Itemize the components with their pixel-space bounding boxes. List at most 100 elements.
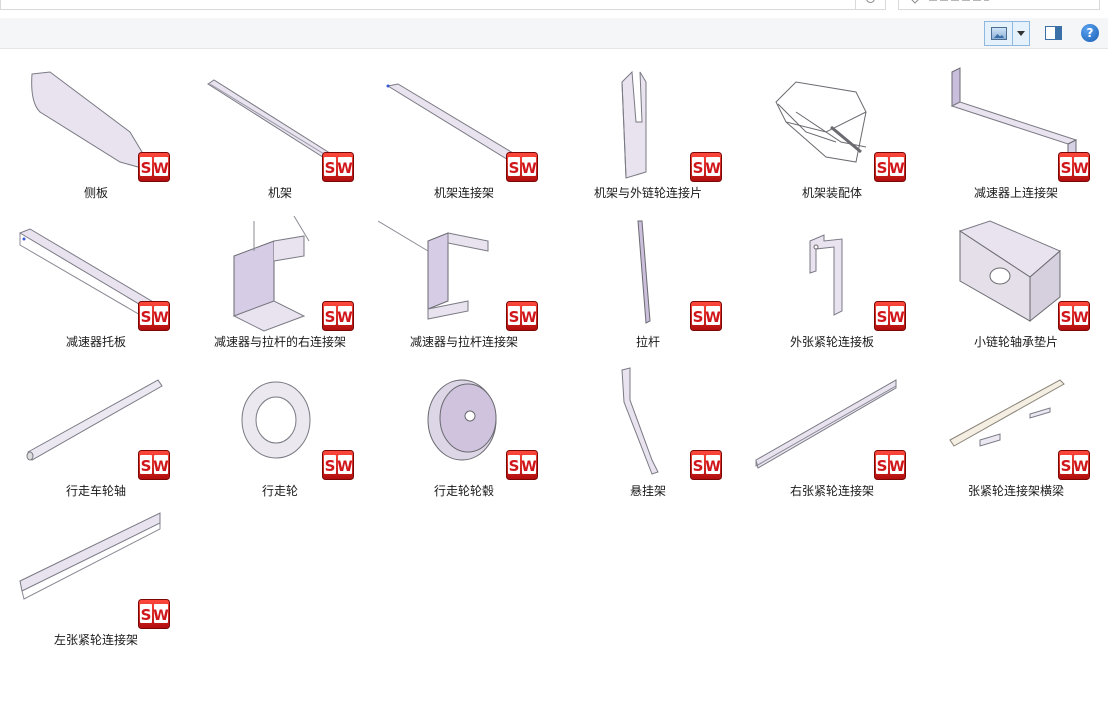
svg-text:W: W: [153, 310, 168, 326]
file-name: 行走轮轮毂: [433, 484, 494, 498]
file-name: 张紧轮连接架横梁: [967, 484, 1064, 498]
file-name: 机架连接架: [433, 186, 494, 200]
svg-text:W: W: [705, 310, 720, 326]
file-name: 左张紧轮连接架: [53, 633, 138, 647]
file-name: 减速器托板: [65, 335, 126, 349]
preview-pane-button[interactable]: [1045, 26, 1062, 40]
search-placeholder: [929, 0, 989, 1]
svg-text:S: S: [877, 308, 888, 326]
file-thumbnail: [10, 62, 168, 184]
file-name: 拉杆: [635, 335, 660, 349]
file-name: 减速器与拉杆的右连接架: [213, 335, 346, 349]
file-name: 减速器与拉杆连接架: [409, 335, 518, 349]
file-name: 侧板: [83, 186, 108, 200]
svg-text:S: S: [877, 457, 888, 475]
svg-text:S: S: [325, 457, 336, 475]
help-button[interactable]: ?: [1081, 24, 1099, 42]
file-name: 机架与外链轮连接片: [593, 186, 702, 200]
svg-text:S: S: [693, 308, 704, 326]
svg-text:W: W: [521, 310, 536, 326]
address-area: [0, 0, 1108, 17]
svg-text:W: W: [1073, 310, 1088, 326]
svg-text:S: S: [693, 159, 704, 177]
file-thumbnail: [562, 62, 720, 184]
file-name: 行走轮: [261, 484, 298, 498]
address-bar[interactable]: [0, 0, 886, 10]
file-thumbnail: [930, 360, 1088, 482]
file-name: 行走车轮轴: [65, 484, 126, 498]
file-thumbnail: [378, 360, 536, 482]
file-thumbnail: [746, 62, 904, 184]
file-name: 机架装配体: [801, 186, 862, 200]
svg-text:S: S: [1061, 457, 1072, 475]
svg-text:S: S: [1061, 159, 1072, 177]
svg-text:S: S: [1061, 308, 1072, 326]
file-thumbnail: [10, 360, 168, 482]
svg-text:W: W: [153, 608, 168, 624]
file-thumbnail: [194, 211, 352, 333]
large-icons-view-icon: [991, 27, 1007, 40]
svg-text:S: S: [141, 457, 152, 475]
file-thumbnail: [10, 509, 168, 631]
svg-text:W: W: [705, 459, 720, 475]
refresh-button[interactable]: [855, 0, 885, 9]
svg-text:W: W: [521, 459, 536, 475]
svg-text:W: W: [889, 459, 904, 475]
svg-text:S: S: [509, 457, 520, 475]
file-thumbnail: [746, 211, 904, 333]
svg-text:S: S: [509, 159, 520, 177]
svg-text:W: W: [1073, 161, 1088, 177]
search-icon: [909, 0, 921, 4]
svg-text:S: S: [693, 457, 704, 475]
file-name: 悬挂架: [629, 484, 666, 498]
svg-text:W: W: [337, 459, 352, 475]
svg-text:W: W: [705, 161, 720, 177]
svg-text:W: W: [1073, 459, 1088, 475]
file-thumbnail: [562, 211, 720, 333]
command-bar: ?: [0, 18, 1108, 49]
file-thumbnail: [194, 360, 352, 482]
svg-text:W: W: [889, 310, 904, 326]
chevron-down-icon[interactable]: [1017, 31, 1025, 36]
svg-text:S: S: [141, 308, 152, 326]
svg-text:W: W: [889, 161, 904, 177]
change-view-button[interactable]: [984, 21, 1030, 46]
svg-text:W: W: [521, 161, 536, 177]
svg-text:W: W: [337, 161, 352, 177]
svg-text:W: W: [337, 310, 352, 326]
search-box[interactable]: [898, 0, 1100, 10]
